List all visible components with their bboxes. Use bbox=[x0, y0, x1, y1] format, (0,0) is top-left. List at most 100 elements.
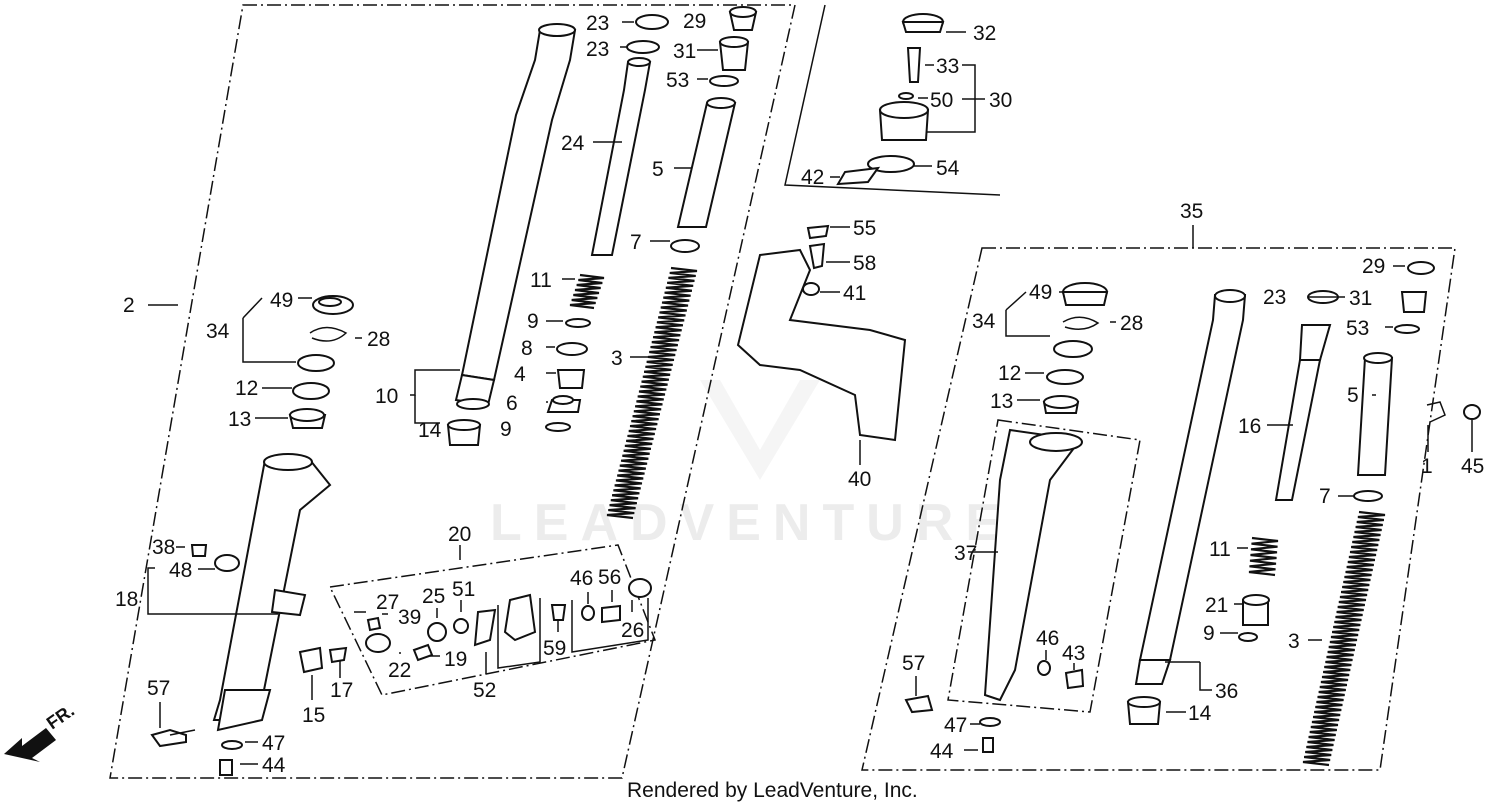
label-34-right: 34 bbox=[972, 310, 996, 333]
label-39: 39 bbox=[398, 606, 421, 629]
label-4: 4 bbox=[514, 363, 526, 386]
label-14-left: 14 bbox=[418, 419, 442, 442]
label-5-right: 5 bbox=[1347, 384, 1359, 407]
label-43: 43 bbox=[1062, 642, 1085, 665]
label-28-left: 28 bbox=[367, 328, 390, 351]
rebound-spring-11 bbox=[569, 273, 605, 310]
spring-11-right bbox=[1248, 536, 1279, 577]
label-53-right: 53 bbox=[1346, 317, 1369, 340]
label-12-right: 12 bbox=[998, 362, 1021, 385]
label-1: 1 bbox=[1421, 455, 1433, 478]
label-40: 40 bbox=[848, 468, 871, 491]
left-fork-frame bbox=[109, 4, 796, 779]
small-parts-18 bbox=[190, 544, 240, 572]
label-32: 32 bbox=[973, 22, 996, 45]
label-3-left: 3 bbox=[611, 347, 623, 370]
label-56: 56 bbox=[598, 566, 621, 589]
label-9-left-b: 9 bbox=[500, 418, 512, 441]
spring-3-left bbox=[606, 266, 698, 520]
label-2: 2 bbox=[123, 294, 135, 317]
small-parts-top-left bbox=[626, 6, 758, 87]
label-42: 42 bbox=[801, 166, 824, 189]
right-inner-tube bbox=[1134, 289, 1247, 685]
label-17: 17 bbox=[330, 679, 353, 702]
front-direction-label: FR. bbox=[43, 700, 78, 733]
fork-bolt-inset-parts bbox=[836, 13, 945, 186]
label-46-left: 46 bbox=[570, 567, 593, 590]
label-33: 33 bbox=[936, 55, 959, 78]
label-5-left: 5 bbox=[652, 158, 664, 181]
label-52: 52 bbox=[473, 679, 496, 702]
label-23-top: 23 bbox=[586, 12, 609, 35]
outer-tube-18 bbox=[212, 453, 332, 732]
label-48: 48 bbox=[169, 559, 192, 582]
label-38: 38 bbox=[152, 536, 175, 559]
leader-lines bbox=[147, 21, 1473, 765]
label-58: 58 bbox=[853, 252, 876, 275]
right-fork-frame bbox=[861, 247, 1456, 771]
seals-right bbox=[1042, 282, 1109, 414]
label-22: 22 bbox=[388, 659, 411, 682]
spacer-5 bbox=[676, 97, 737, 228]
label-3-right: 3 bbox=[1288, 630, 1300, 653]
label-10: 10 bbox=[375, 385, 398, 408]
watermark-text: LEADVENTURE bbox=[490, 494, 1012, 552]
label-23-second: 23 bbox=[586, 38, 609, 61]
label-15: 15 bbox=[302, 704, 325, 727]
label-53-left: 53 bbox=[666, 69, 689, 92]
label-44-left: 44 bbox=[262, 754, 286, 777]
label-51: 51 bbox=[452, 578, 475, 601]
bushing-14 bbox=[446, 419, 482, 446]
label-29-left: 29 bbox=[683, 10, 706, 33]
label-54: 54 bbox=[936, 157, 960, 180]
label-46-right: 46 bbox=[1036, 627, 1059, 650]
label-9-left-a: 9 bbox=[527, 310, 539, 333]
label-47-right: 47 bbox=[944, 714, 967, 737]
bushing-14-right bbox=[1126, 696, 1162, 725]
label-49-right: 49 bbox=[1029, 281, 1052, 304]
washer-7 bbox=[670, 239, 700, 253]
label-30: 30 bbox=[989, 89, 1012, 112]
label-16: 16 bbox=[1238, 415, 1261, 438]
damper-rod-24 bbox=[590, 57, 652, 256]
label-13-right: 13 bbox=[990, 390, 1013, 413]
label-7-right: 7 bbox=[1319, 485, 1331, 508]
label-14-right: 14 bbox=[1188, 702, 1212, 725]
label-26: 26 bbox=[621, 619, 644, 642]
label-55: 55 bbox=[853, 217, 876, 240]
label-36: 36 bbox=[1215, 680, 1238, 703]
inner-tube-10 bbox=[454, 23, 577, 410]
label-25: 25 bbox=[422, 585, 445, 608]
label-29-right: 29 bbox=[1362, 255, 1385, 278]
label-57-left: 57 bbox=[147, 677, 170, 700]
watermark-logo bbox=[700, 380, 820, 480]
label-7-left: 7 bbox=[630, 231, 642, 254]
outer-tube-37 bbox=[983, 428, 1083, 702]
label-28-right: 28 bbox=[1120, 312, 1143, 335]
seals-left bbox=[288, 295, 354, 429]
label-34-left: 34 bbox=[206, 320, 230, 343]
label-19: 19 bbox=[444, 648, 467, 671]
label-13-left: 13 bbox=[228, 408, 251, 431]
label-59: 59 bbox=[543, 637, 566, 660]
label-21: 21 bbox=[1205, 594, 1228, 617]
label-9-right: 9 bbox=[1203, 622, 1215, 645]
footer-credit: Rendered by LeadVenture, Inc. bbox=[627, 779, 918, 802]
fork-bridge-40 bbox=[736, 224, 907, 442]
label-18: 18 bbox=[115, 588, 138, 611]
label-31-left: 31 bbox=[673, 40, 696, 63]
label-37: 37 bbox=[954, 542, 977, 565]
label-45: 45 bbox=[1461, 455, 1484, 478]
sub-assembly-20-parts bbox=[354, 578, 652, 669]
label-24: 24 bbox=[561, 132, 585, 155]
label-50: 50 bbox=[930, 89, 953, 112]
label-12-left: 12 bbox=[235, 377, 258, 400]
bolt-inset-frame bbox=[784, 4, 1001, 196]
sub-assembly-37-frame bbox=[947, 419, 1141, 713]
label-57-right: 57 bbox=[902, 652, 925, 675]
label-27: 27 bbox=[376, 591, 399, 614]
label-23-right: 23 bbox=[1263, 286, 1286, 309]
label-20: 20 bbox=[448, 523, 471, 546]
